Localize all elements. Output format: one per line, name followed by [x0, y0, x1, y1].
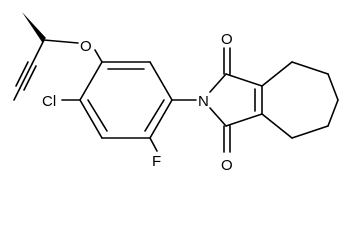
nitrogen-label: N: [198, 93, 209, 110]
ring-bond-e: [79, 99, 103, 139]
bond-ring-fluorine: [149, 137, 158, 152]
alkyne-triple-bond-3: [23, 65, 37, 91]
bond-oxygen-ring: [94, 49, 103, 63]
ring-bond-c: [149, 99, 173, 139]
wedge-bond-methyl: [22, 12, 46, 42]
alkyne-triple-bond-1: [19, 63, 33, 89]
fluorine-label: F: [152, 153, 161, 170]
cyclohexene-bond-3: [327, 73, 339, 101]
bond-nitrogen-carbonyl-bottom: [209, 107, 227, 127]
ether-oxygen-label: O: [80, 38, 92, 55]
carbonyl-oxygen-bottom-label: O: [221, 157, 233, 174]
carbonyl-oxygen-top-label: O: [221, 31, 233, 48]
ring-bond-f: [79, 61, 103, 101]
molecule-structure-canvas: O Cl F N O O: [13, 12, 339, 174]
alkyne-triple-bond-2: [15, 61, 29, 87]
bond-nitrogen-carbonyl-top: [209, 73, 227, 93]
ring-double-bond-3: [87, 99, 108, 132]
cyclohexene-bond-6: [261, 113, 293, 139]
bond-stereocenter-alkyne: [31, 39, 45, 65]
structure-diagram: O Cl F N O O: [13, 12, 339, 174]
bond-stereocenter-oxygen: [43, 39, 79, 44]
cyclohexene-bond-2: [291, 61, 329, 75]
bond-carbonyl-bottom-ring: [225, 113, 263, 127]
cyclohexene-bond-4: [327, 99, 339, 127]
cyclohexene-bond-5: [291, 125, 329, 139]
bond-carbonyl-top-ring: [225, 73, 263, 87]
alkyne-terminal-bond: [13, 87, 21, 101]
ring-double-bond-2: [144, 99, 165, 132]
cyclohexene-bond-1: [261, 61, 293, 87]
chlorine-label: Cl: [42, 93, 56, 110]
ring-bond-b: [149, 61, 173, 101]
